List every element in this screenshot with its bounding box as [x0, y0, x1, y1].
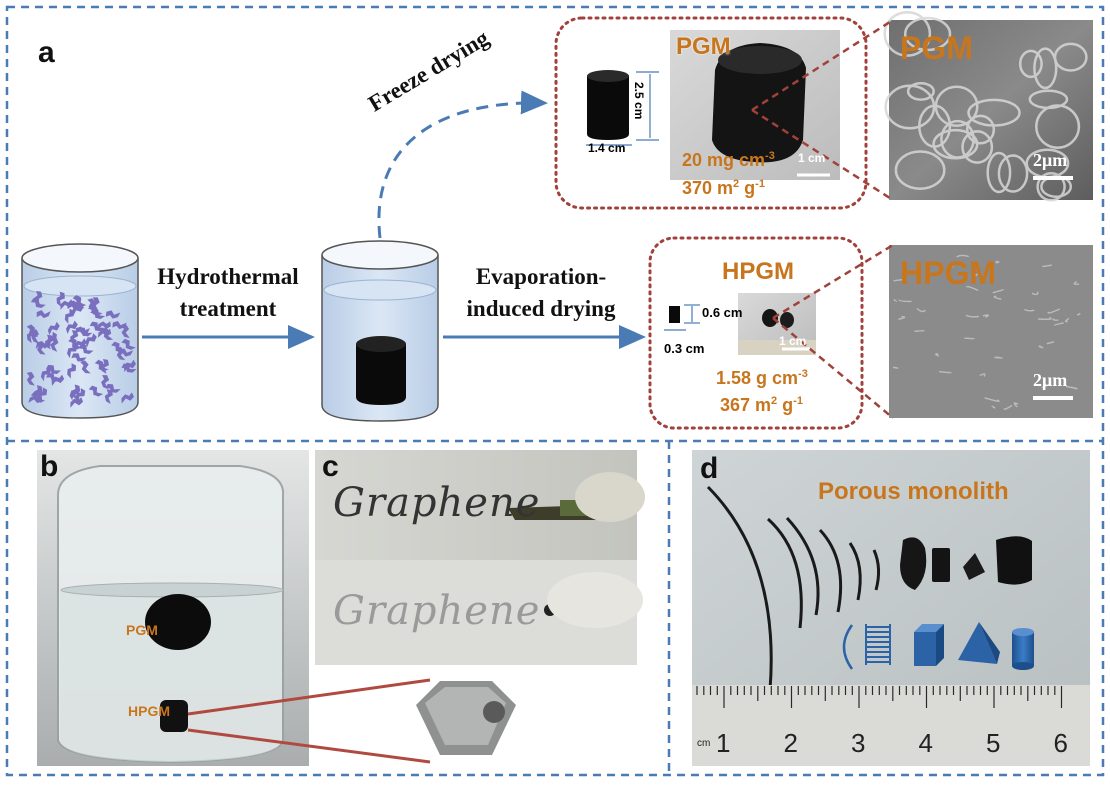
hydrothermal-label: Hydrothermal treatment: [143, 261, 313, 325]
pgm-area-unit: g: [739, 178, 755, 198]
ruler-number: 2: [784, 728, 798, 759]
pgm-width-label: 1.4 cm: [588, 141, 625, 155]
pgm-photo-scale: 1 cm: [798, 151, 825, 165]
sem-wrinkle: [914, 331, 924, 332]
block-monolith: [932, 548, 950, 582]
ruler: [692, 685, 1090, 766]
ruler-number: 5: [986, 728, 1000, 759]
evaporation-label: Evaporation- induced drying: [446, 261, 636, 325]
pgm-height-label: 2.5 cm: [632, 82, 646, 119]
hpgm-sem-label: HPGM: [900, 255, 996, 292]
evaporation-line-1: Evaporation-: [446, 261, 636, 293]
hpgm-height-label: 0.6 cm: [702, 305, 742, 320]
hpgm-density-value: 1.58 g cm: [716, 368, 798, 388]
ruler-number: 4: [919, 728, 933, 759]
beaker-with-flakes-icon: [22, 244, 138, 418]
sem-wrinkle: [994, 357, 1002, 358]
hpgm-title: HPGM: [722, 258, 794, 286]
sem-wrinkle: [894, 367, 899, 368]
hpgm-area-unit: g: [777, 395, 793, 415]
panel-a-letter: a: [38, 36, 55, 70]
hydrothermal-line-1: Hydrothermal: [143, 261, 313, 293]
graphene-handwriting-light: Graphene: [333, 588, 540, 634]
panel-d-letter: d: [700, 452, 718, 486]
graphene-handwriting-dark: Graphene: [333, 480, 540, 526]
panel-b-hpgm-label: HPGM: [128, 703, 170, 719]
pgm-density: 20 mg cm-3: [682, 150, 775, 171]
cylinder-monolith: [996, 536, 1032, 584]
ruler-unit: cm: [697, 738, 710, 749]
evaporation-line-2: induced drying: [446, 293, 636, 325]
hpgm-density: 1.58 g cm-3: [716, 368, 808, 389]
cylinder-shape-icon: [1012, 628, 1034, 670]
panel-b-letter: b: [40, 450, 58, 484]
hpgm-width-label: 0.3 cm: [664, 341, 704, 356]
beaker-with-monolith-icon: [322, 241, 438, 421]
pgm-area-exp2: -1: [755, 178, 765, 190]
hpgm-density-exp: -3: [798, 368, 808, 380]
hpgm-sem-scale: 2μm: [1033, 370, 1067, 391]
pgm-area-value: 370 m: [682, 178, 733, 198]
pgm-photo-label: PGM: [676, 33, 731, 61]
pgm-surface-area: 370 m2 g-1: [682, 178, 765, 199]
cube-icon: [914, 624, 944, 666]
cylinder-icon: [587, 70, 629, 140]
ruler-number: 6: [1054, 728, 1068, 759]
pgm-density-value: 20 mg cm: [682, 150, 765, 170]
hpgm-photo-scale: 1 cm: [779, 334, 806, 348]
hpgm-cylinder-icon: [669, 306, 680, 323]
pgm-sem-scale: 2μm: [1033, 150, 1067, 171]
ruler-number: 1: [716, 728, 730, 759]
hpgm-surface-area: 367 m2 g-1: [720, 395, 803, 416]
pgm-sem-label: PGM: [900, 30, 973, 67]
panel-b-pgm-label: PGM: [126, 622, 158, 638]
hpgm-area-value: 367 m: [720, 395, 771, 415]
ruler-number: 3: [851, 728, 865, 759]
panel-c-letter: c: [322, 450, 339, 484]
hpgm-area-exp2: -1: [793, 395, 803, 407]
hydrothermal-line-2: treatment: [143, 293, 313, 325]
porous-monolith-title: Porous monolith: [818, 478, 1009, 506]
pgm-density-exp: -3: [765, 150, 775, 162]
freeze-drying-arrow: [379, 103, 545, 238]
